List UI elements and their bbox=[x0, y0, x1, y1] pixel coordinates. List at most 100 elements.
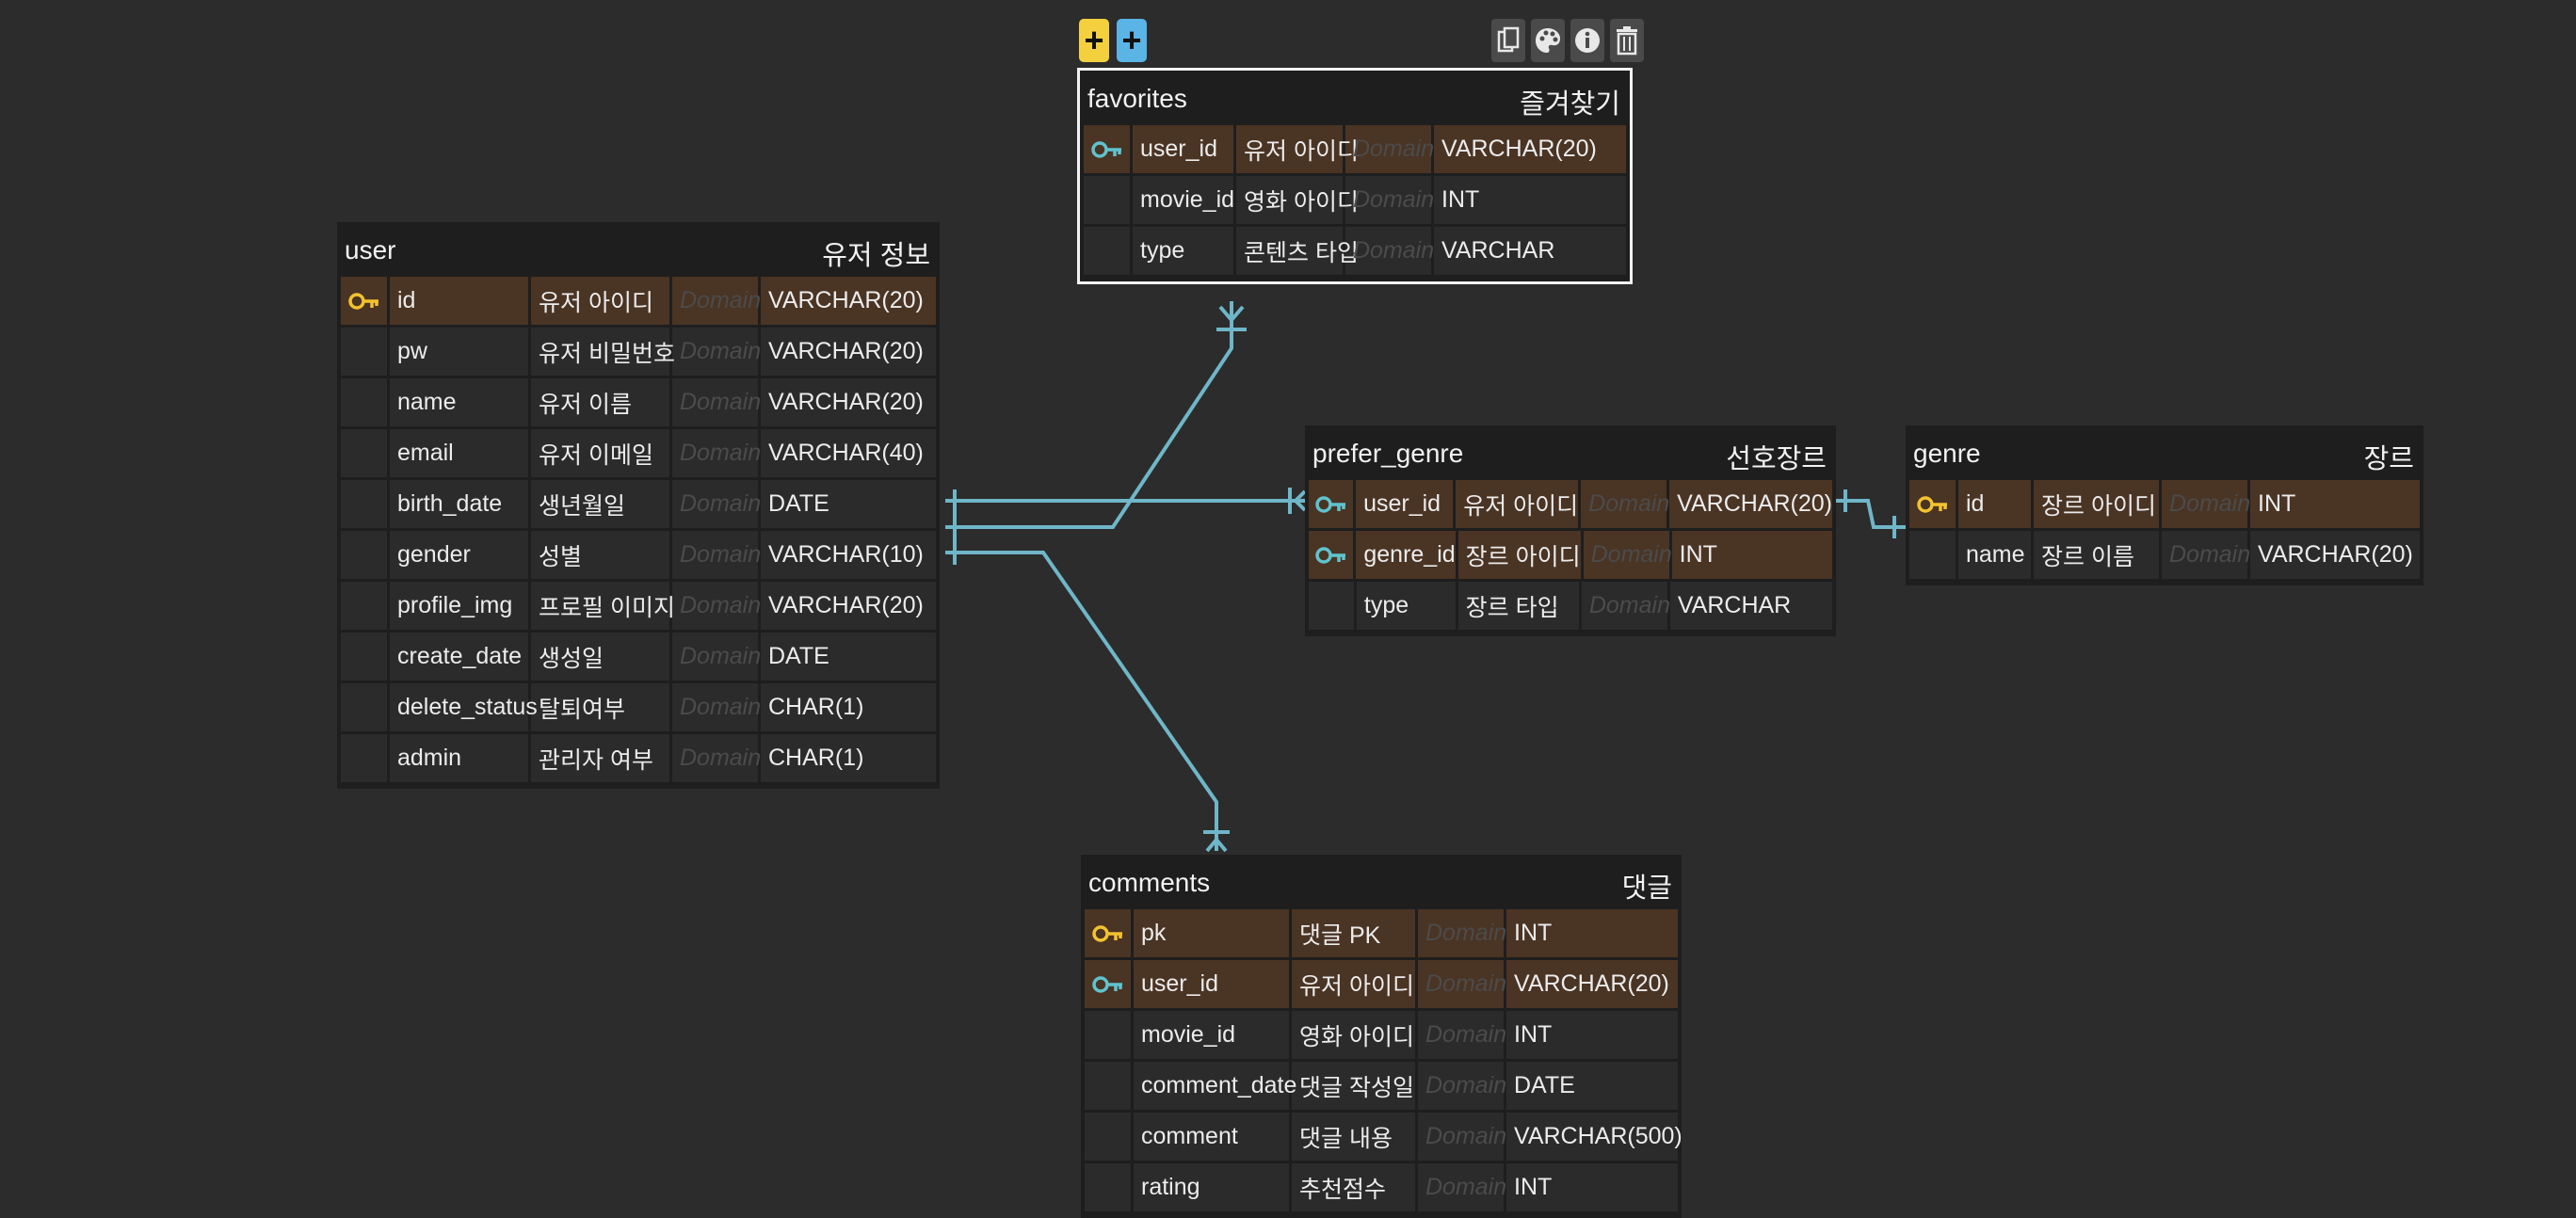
column-datatype[interactable]: INT bbox=[1441, 186, 1480, 213]
column-domain[interactable]: Domain bbox=[672, 531, 761, 579]
column-domain[interactable]: Domain bbox=[2162, 480, 2250, 528]
column-name[interactable]: pw bbox=[390, 328, 531, 376]
column-domain[interactable]: Domain bbox=[1345, 125, 1434, 173]
column-name[interactable]: name bbox=[1958, 531, 2034, 579]
column-name[interactable]: delete_status bbox=[390, 683, 538, 731]
column-name[interactable]: user_id bbox=[1356, 480, 1457, 528]
column-datatype[interactable]: INT bbox=[2258, 490, 2296, 517]
column-name[interactable]: email bbox=[390, 429, 531, 477]
column-domain[interactable]: Domain bbox=[1418, 1113, 1506, 1161]
column-comment[interactable]: 유저 아이디 bbox=[1236, 125, 1359, 173]
column-comment[interactable]: 생년월일 bbox=[531, 480, 672, 528]
column-domain[interactable]: Domain bbox=[672, 582, 761, 630]
column-domain[interactable]: Domain bbox=[1418, 909, 1506, 957]
column-name[interactable]: rating bbox=[1134, 1163, 1292, 1211]
link-user-comments[interactable] bbox=[945, 551, 1218, 851]
column-domain[interactable]: Domain bbox=[672, 480, 761, 528]
column-name[interactable]: pk bbox=[1134, 909, 1292, 957]
column-name[interactable]: comment bbox=[1134, 1113, 1292, 1161]
column-name[interactable]: birth_date bbox=[390, 480, 531, 528]
column-name[interactable]: user_id bbox=[1134, 960, 1292, 1008]
column-datatype[interactable]: VARCHAR(20) bbox=[768, 287, 924, 313]
column-datatype[interactable]: DATE bbox=[1514, 1072, 1575, 1098]
column-domain[interactable]: Domain bbox=[672, 683, 761, 731]
column-datatype[interactable]: INT bbox=[1679, 541, 1717, 568]
column-domain[interactable]: Domain bbox=[1418, 1011, 1506, 1059]
column-datatype[interactable]: VARCHAR(20) bbox=[768, 338, 924, 364]
column-datatype[interactable]: VARCHAR bbox=[1677, 592, 1792, 618]
column-comment[interactable]: 댓글 PK bbox=[1292, 909, 1418, 957]
column-comment[interactable]: 장르 아이디 bbox=[1458, 531, 1584, 579]
column-datatype[interactable]: DATE bbox=[768, 643, 829, 669]
column-name[interactable]: genre_id bbox=[1356, 531, 1458, 579]
column-name[interactable]: comment_date bbox=[1134, 1062, 1296, 1110]
column-comment[interactable]: 댓글 작성일 bbox=[1292, 1062, 1418, 1110]
column-datatype[interactable]: VARCHAR(20) bbox=[1441, 136, 1597, 162]
column-comment[interactable]: 유저 이메일 bbox=[531, 429, 672, 477]
column-comment[interactable]: 장르 타입 bbox=[1458, 582, 1582, 630]
column-name[interactable]: gender bbox=[390, 531, 531, 579]
column-domain[interactable]: Domain bbox=[1418, 960, 1506, 1008]
column-datatype[interactable]: CHAR(1) bbox=[768, 745, 864, 771]
column-comment[interactable]: 탈퇴여부 bbox=[531, 683, 672, 731]
column-domain[interactable]: Domain bbox=[672, 429, 761, 477]
column-comment[interactable]: 장르 이름 bbox=[2034, 531, 2162, 579]
column-comment[interactable]: 유저 아이디 bbox=[1456, 480, 1582, 528]
add-column-button[interactable]: + bbox=[1079, 19, 1109, 62]
column-name[interactable]: movie_id bbox=[1134, 1011, 1292, 1059]
column-comment[interactable]: 생성일 bbox=[531, 633, 672, 681]
column-name[interactable]: create_date bbox=[390, 633, 531, 681]
column-name[interactable]: profile_img bbox=[390, 582, 531, 630]
column-datatype[interactable]: INT bbox=[1514, 920, 1553, 946]
column-datatype[interactable]: INT bbox=[1514, 1021, 1553, 1048]
column-name[interactable]: id bbox=[390, 277, 531, 325]
column-comment[interactable]: 추천점수 bbox=[1292, 1163, 1418, 1211]
column-domain[interactable]: Domain bbox=[672, 378, 761, 426]
column-comment[interactable]: 장르 아이디 bbox=[2034, 480, 2162, 528]
column-comment[interactable]: 성별 bbox=[531, 531, 672, 579]
column-comment[interactable]: 유저 비밀번호 bbox=[531, 328, 675, 376]
column-domain[interactable]: Domain bbox=[672, 277, 761, 325]
column-datatype[interactable]: INT bbox=[1514, 1174, 1553, 1200]
column-datatype[interactable]: VARCHAR(20) bbox=[1677, 490, 1832, 517]
column-name[interactable]: user_id bbox=[1133, 125, 1236, 173]
column-domain[interactable]: Domain bbox=[1418, 1163, 1506, 1211]
column-domain[interactable]: Domain bbox=[672, 734, 761, 782]
column-comment[interactable]: 영화 아이디 bbox=[1236, 176, 1359, 224]
column-datatype[interactable]: VARCHAR(20) bbox=[768, 592, 924, 618]
link-prefer-genre-genre[interactable] bbox=[1836, 499, 1906, 529]
column-datatype[interactable]: VARCHAR(20) bbox=[1514, 970, 1669, 997]
column-datatype[interactable]: VARCHAR(20) bbox=[2258, 541, 2413, 568]
column-name[interactable]: type bbox=[1133, 227, 1236, 275]
column-datatype[interactable]: VARCHAR(40) bbox=[768, 440, 924, 466]
column-comment[interactable]: 관리자 여부 bbox=[531, 734, 672, 782]
